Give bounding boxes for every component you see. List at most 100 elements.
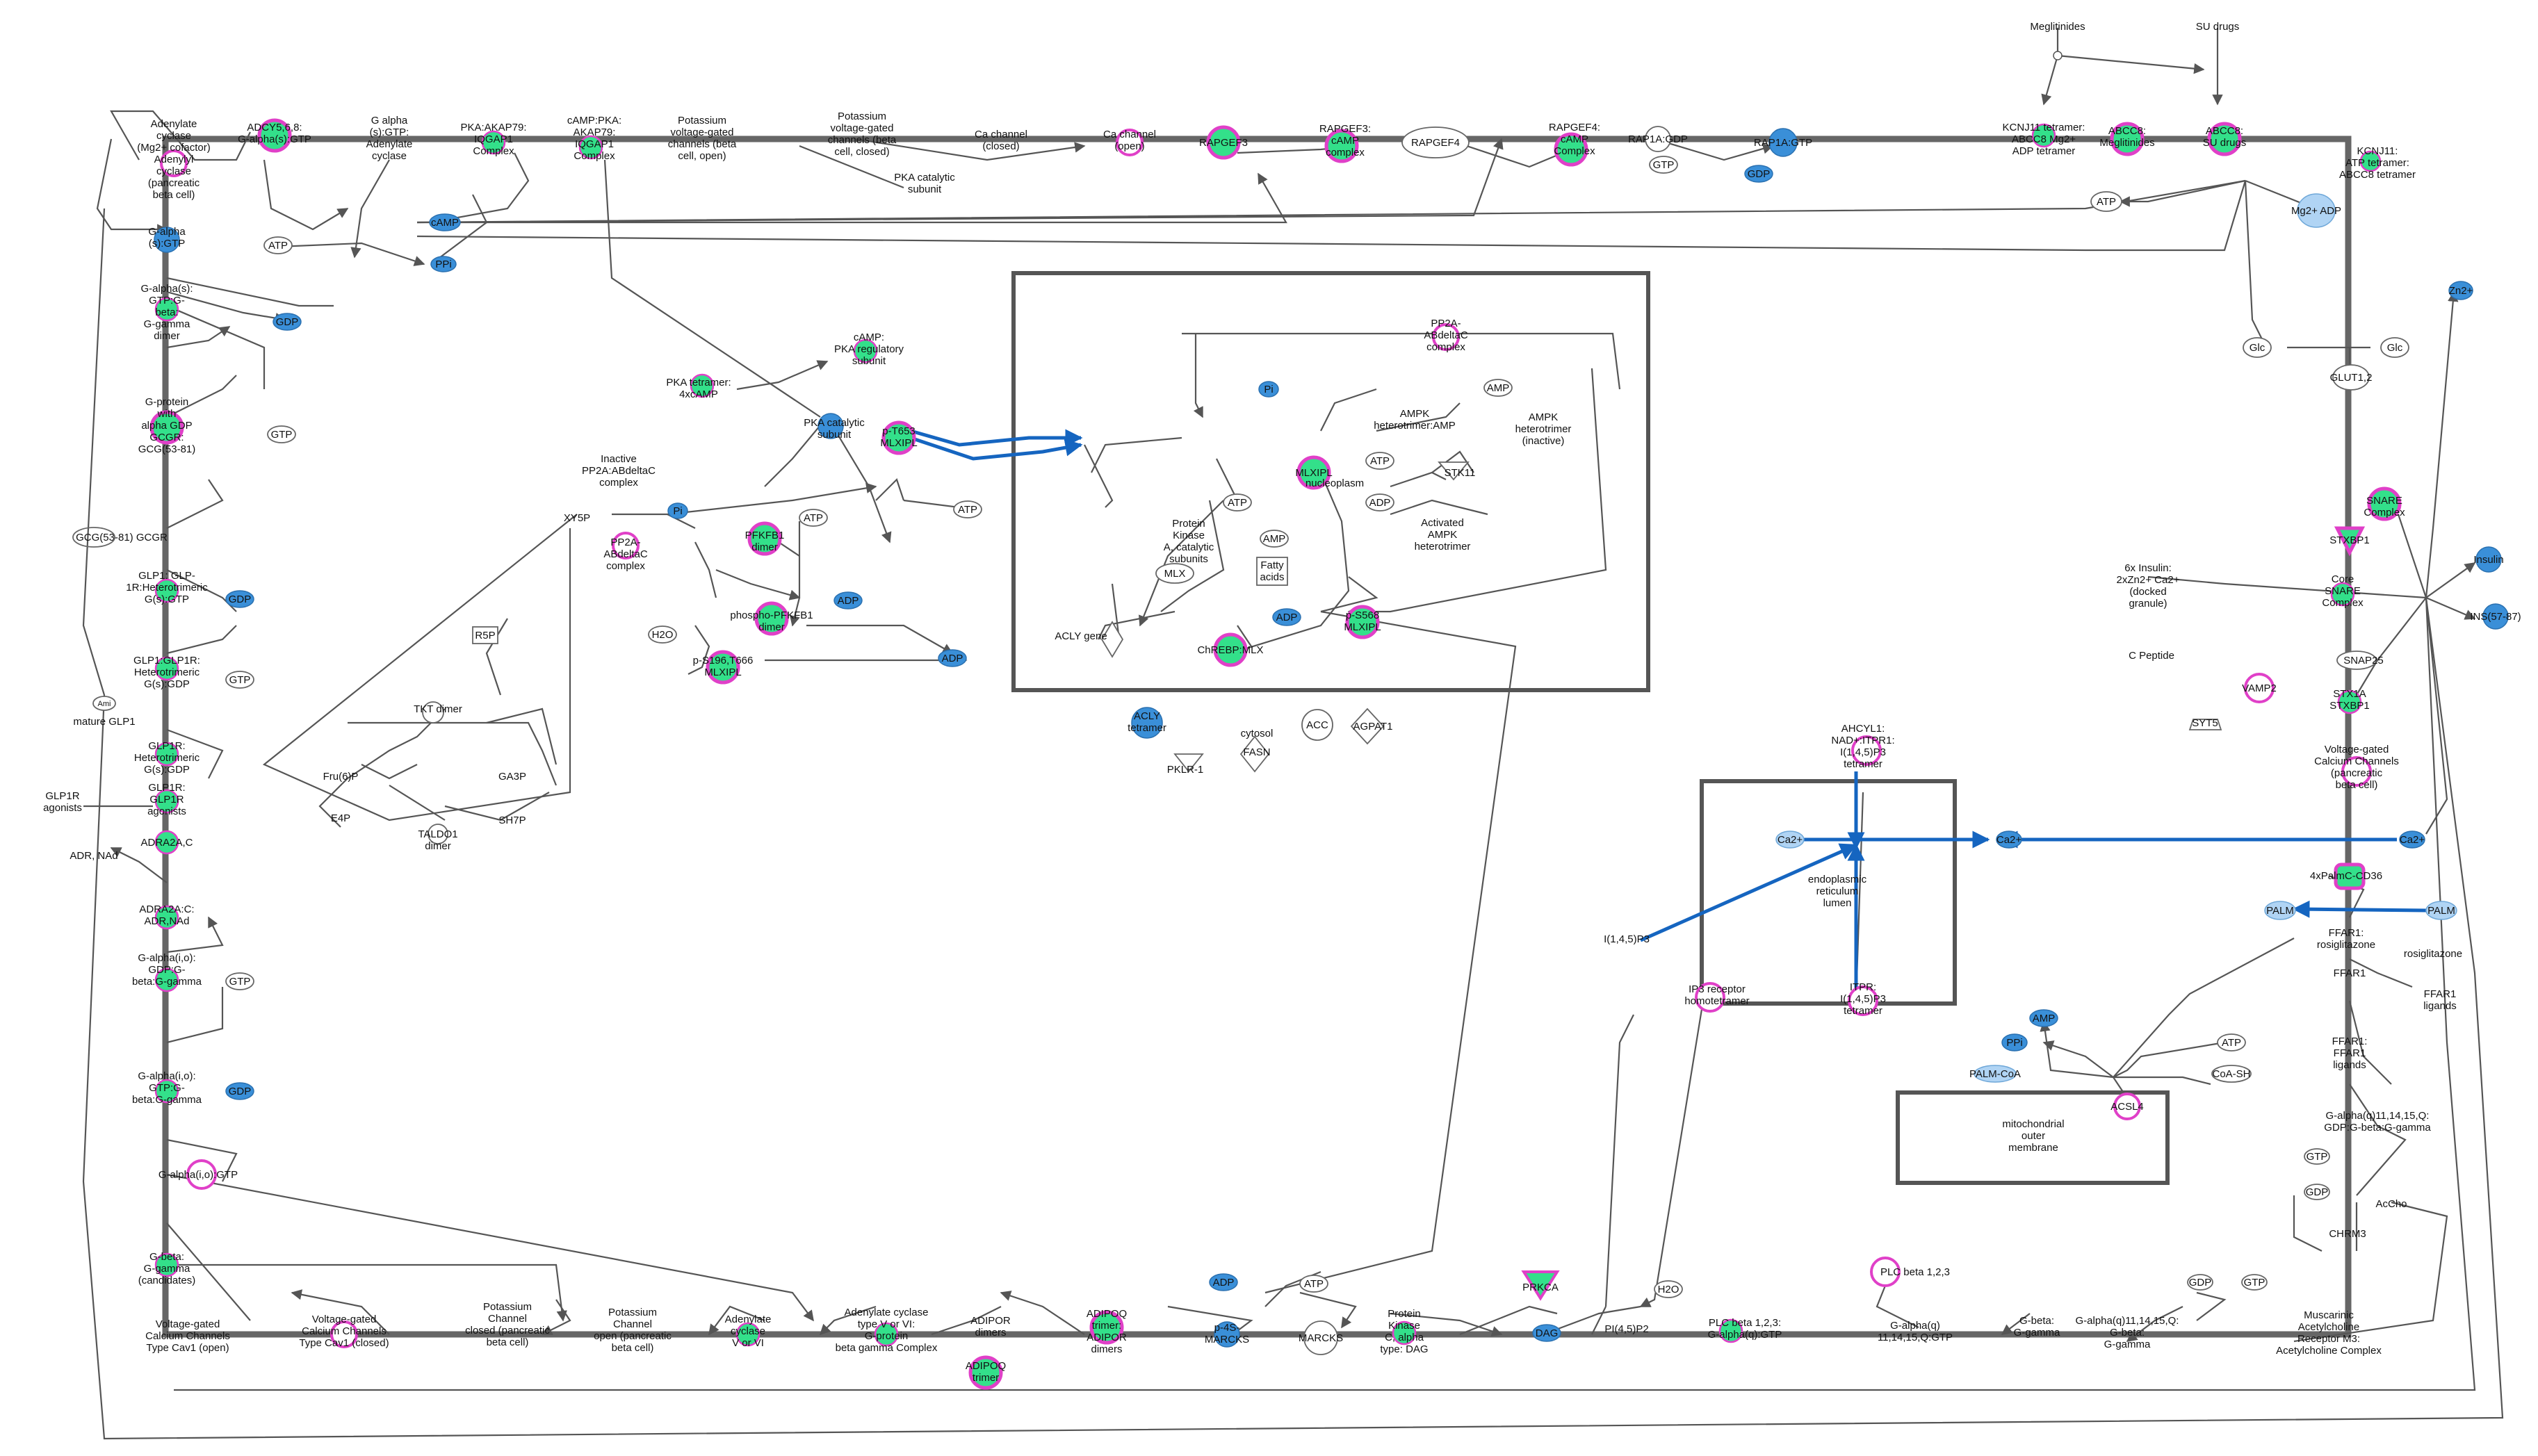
meglitinides-node[interactable]: Meglitinides xyxy=(2030,21,2085,60)
h2o-node-a[interactable]: H2O xyxy=(648,625,677,644)
ip3-node[interactable]: I(1,4,5)P3 xyxy=(1604,933,1650,945)
pi-node-a[interactable]: Pi xyxy=(667,502,688,519)
pka-tetramer-node[interactable]: PKA tetramer:4xcAMP xyxy=(666,373,731,400)
plc-beta-gq-node[interactable]: PLC beta 1,2,3:G-alpha(q):GTP xyxy=(1708,1317,1782,1343)
agpat1-node[interactable]: AGPAT1 xyxy=(1350,707,1392,745)
su-drugs-node[interactable]: SU drugs xyxy=(2196,21,2240,33)
h2o-bottom-node[interactable]: H2O xyxy=(1654,1280,1683,1298)
gdp-left3-node[interactable]: GDP xyxy=(225,1082,254,1100)
stxbp1-node[interactable]: STXBP1 xyxy=(2329,526,2370,557)
gbg-candidates-node[interactable]: G-beta:G-gamma(candidates) xyxy=(138,1251,196,1286)
amp-mito-node[interactable]: AMP xyxy=(2029,1009,2058,1027)
gaio-gtp-node[interactable]: G-alpha(i,o):GTP xyxy=(158,1159,238,1190)
palm-cytosol-node[interactable]: PALM xyxy=(2264,901,2296,920)
gaio-gdp-gbg-node[interactable]: G-alpha(i,o):GDP:G-beta:G-gamma xyxy=(132,952,202,992)
ca2-cytosol-node[interactable]: Ca2+ xyxy=(1996,831,2022,849)
c-peptide-node[interactable]: C Peptide xyxy=(2129,650,2174,662)
abcc8-su-drugs-node[interactable]: ABCC8:SU drugs xyxy=(2203,122,2247,156)
gcg-gcgr-node[interactable]: GCG(53-81) GCGR xyxy=(72,527,168,548)
glc-right-node[interactable]: Glc xyxy=(2380,337,2409,358)
amp-nucleus-a-node[interactable]: AMP xyxy=(1483,379,1513,397)
gq-gtp-node[interactable]: G-alpha(q)11,14,15,Q:GTP xyxy=(1878,1320,1953,1343)
ca2-er-node[interactable]: Ca2+ xyxy=(1775,831,1805,849)
insulin-node[interactable]: Insulin xyxy=(2473,546,2504,573)
rapgef3-node[interactable]: RAPGEF3 xyxy=(1199,125,1248,160)
rap1a-gtp-node[interactable]: RAP1A:GTP xyxy=(1754,128,1812,157)
tkt-dimer-node[interactable]: TKT dimer xyxy=(414,701,462,723)
acc-node[interactable]: ACC xyxy=(1301,709,1333,741)
rosiglitazone-node[interactable]: rosiglitazone xyxy=(2404,948,2462,960)
glut12-node[interactable]: GLUT1,2 xyxy=(2330,364,2373,391)
gas-gtp-node[interactable]: G-alpha(s):GTP xyxy=(148,226,186,253)
acsl4-node[interactable]: ACSL4 xyxy=(2110,1093,2144,1120)
coa-sh-node[interactable]: CoA-SH xyxy=(2211,1065,2252,1083)
atp-node-a[interactable]: ATP xyxy=(799,509,828,527)
p-marcks-node[interactable]: p-4S-MARCKS xyxy=(1205,1321,1249,1348)
mature-glp1-node[interactable]: mature GLP1 xyxy=(73,716,135,728)
gq-gdp-node[interactable]: G-alpha(q)11,14,15,Q:GDP:G-beta:G-gamma xyxy=(2324,1110,2431,1134)
gtp-left2-node[interactable]: GTP xyxy=(225,671,254,689)
dag-node[interactable]: DAG xyxy=(1532,1324,1561,1342)
ppi-mito-node[interactable]: PPi xyxy=(2001,1033,2028,1052)
ins-57-87-node[interactable]: INS(57-87) xyxy=(2470,603,2521,630)
acly-gene-node[interactable]: ACLY gene xyxy=(1055,621,1124,658)
gdp-left1-node[interactable]: GDP xyxy=(272,313,302,331)
ca2-outside-node[interactable]: Ca2+ xyxy=(2399,831,2425,849)
gtp-left1-node[interactable]: GTP xyxy=(267,425,296,443)
gtp-left3-node[interactable]: GTP xyxy=(225,972,254,990)
atp-left-node[interactable]: ATP xyxy=(263,236,293,254)
adcy-gas-node[interactable]: ADCY5,6,8:G-alpha(s):GTP xyxy=(238,118,311,153)
ga3p-node[interactable]: GA3P xyxy=(498,771,526,783)
marcks-node[interactable]: MARCKS xyxy=(1299,1320,1343,1355)
adp-node-c[interactable]: ADP xyxy=(938,649,967,667)
snap25-node[interactable]: SNAP25 xyxy=(2336,651,2384,670)
mlxipl-node[interactable]: MLXIPL xyxy=(1295,455,1333,490)
ppi-node[interactable]: PPi xyxy=(430,256,457,272)
adra2a-node[interactable]: ADRA2A,C xyxy=(140,830,193,855)
palmc-cd36-node[interactable]: 4xPalmC-CD36 xyxy=(2310,862,2382,890)
camp-node[interactable]: cAMP xyxy=(429,213,461,231)
gtp-bottom-right-node[interactable]: GTP xyxy=(2241,1274,2268,1291)
atp-top-right-node[interactable]: ATP xyxy=(2090,191,2122,212)
pi-nucleus-node[interactable]: Pi xyxy=(1258,381,1279,398)
mg2-adp-node[interactable]: Mg2+ ADP xyxy=(2291,193,2341,228)
gq-gtp-gbg-node[interactable]: G-alpha(q)11,14,15,Q:G-beta:G-gamma xyxy=(2076,1315,2179,1350)
abcc8-meglitinides-node[interactable]: ABCC8:Meglitinides xyxy=(2099,122,2155,156)
ca-channel-closed-node[interactable]: Ca channel(closed) xyxy=(975,129,1027,152)
gdp-bottom-right-node[interactable]: GDP xyxy=(2187,1274,2213,1291)
